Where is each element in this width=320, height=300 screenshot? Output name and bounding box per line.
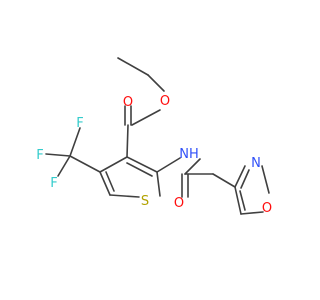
atom-f-left: F bbox=[36, 148, 43, 163]
atom-f-bottom: F bbox=[50, 176, 57, 191]
bond bbox=[126, 162, 153, 177]
atom-n-isoxazole: N bbox=[251, 156, 261, 171]
molecule-structure: O O F F F NH S O N O bbox=[36, 57, 272, 216]
bond bbox=[69, 127, 81, 157]
atom-f-top: F bbox=[76, 116, 83, 131]
atom-nh: NH bbox=[179, 147, 199, 162]
bond bbox=[117, 57, 149, 76]
bond bbox=[131, 109, 161, 126]
bond bbox=[147, 74, 165, 92]
bond bbox=[240, 169, 250, 189]
bond bbox=[99, 156, 128, 173]
bond bbox=[126, 124, 129, 158]
bond bbox=[69, 155, 101, 173]
bond bbox=[234, 165, 246, 188]
atom-o-ester-carbonyl: O bbox=[123, 95, 133, 110]
atom-o-amide: O bbox=[174, 196, 184, 211]
bond bbox=[99, 171, 111, 196]
bond bbox=[156, 171, 161, 197]
bond bbox=[240, 211, 264, 215]
bond bbox=[212, 173, 236, 188]
bond bbox=[234, 186, 242, 215]
bond bbox=[239, 190, 246, 211]
atom-s-ring: S bbox=[141, 194, 149, 209]
bond bbox=[261, 165, 270, 194]
bond bbox=[57, 155, 71, 177]
atom-o-ester: O bbox=[160, 94, 170, 109]
atom-o-isoxazole: O bbox=[262, 201, 272, 216]
bond bbox=[156, 157, 181, 173]
bond bbox=[45, 153, 71, 157]
bond bbox=[109, 194, 140, 198]
bond bbox=[105, 171, 115, 192]
bond bbox=[126, 156, 158, 173]
atom-label-layer: O O F F F NH S O N O bbox=[36, 94, 272, 216]
bond bbox=[184, 158, 201, 175]
bond-layer bbox=[45, 57, 270, 215]
